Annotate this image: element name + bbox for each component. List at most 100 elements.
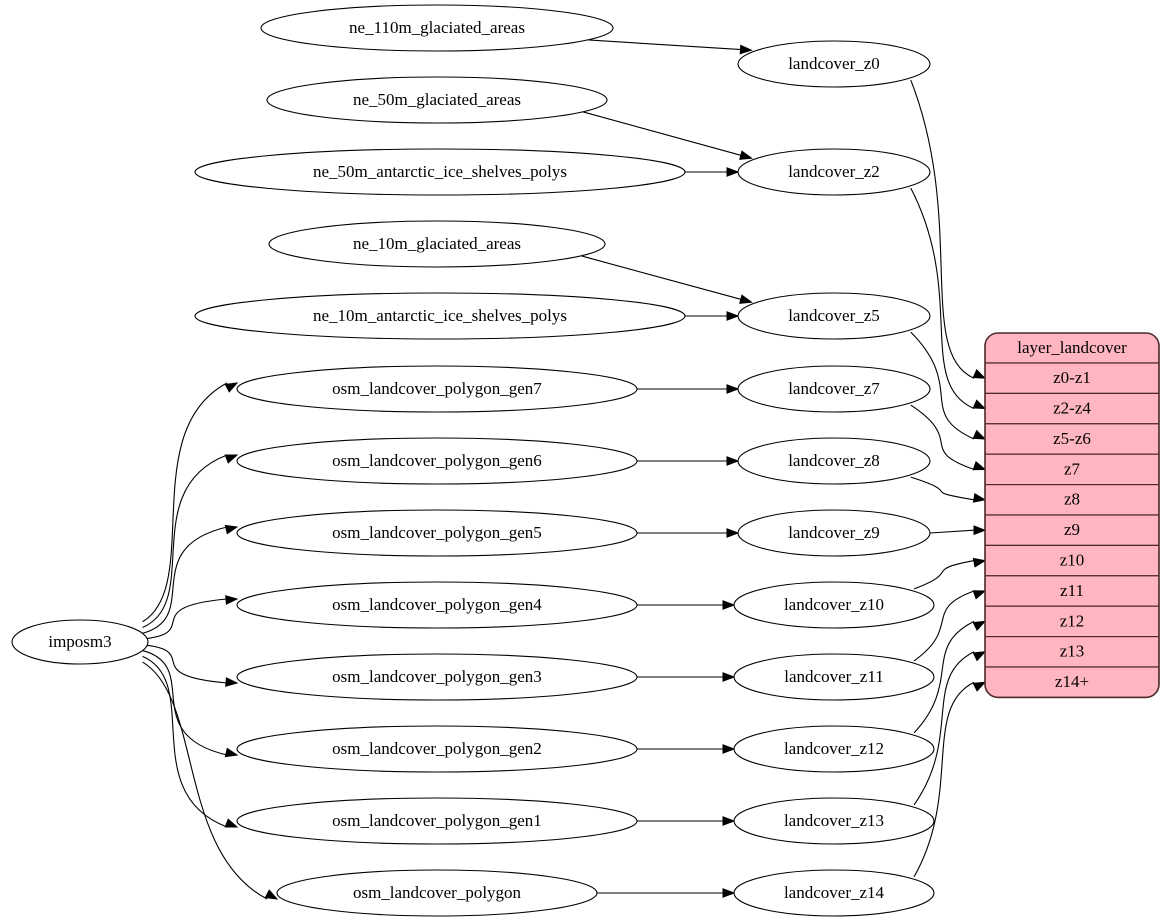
- arrow-head: [739, 150, 753, 160]
- table-header-label: layer_landcover: [1017, 338, 1127, 357]
- arrow-head: [739, 44, 753, 55]
- arrow-head: [972, 681, 987, 692]
- edge: [588, 39, 742, 51]
- edge: [910, 331, 975, 440]
- edge: [913, 620, 975, 734]
- table-row-z14+[interactable]: [985, 666, 1159, 698]
- table-row-label: z11: [1060, 581, 1084, 600]
- edge: [910, 476, 975, 501]
- node-landcover_z5[interactable]: landcover_z5: [737, 292, 931, 340]
- table-row-z7[interactable]: [985, 453, 1159, 486]
- node-imposm3[interactable]: imposm3: [11, 619, 149, 665]
- node-label: osm_landcover_polygon_gen1: [332, 811, 542, 830]
- arrow-head: [972, 590, 987, 600]
- arrow-head: [972, 620, 987, 631]
- node-landcover_z9[interactable]: landcover_z9: [737, 509, 931, 557]
- node-ellipse: [260, 4, 614, 52]
- layer-landcover-table: layer_landcoverz0-z1z2-z4z5-z6z7z8z9z10z…: [984, 332, 1160, 699]
- table-row-label: z0-z1: [1053, 368, 1091, 387]
- arrow-head: [224, 818, 239, 828]
- node-ellipse: [733, 797, 935, 845]
- node-label: osm_landcover_polygon_gen2: [332, 739, 542, 758]
- edges-layer: [142, 39, 987, 900]
- arrow-head: [264, 889, 279, 900]
- node-landcover_z8[interactable]: landcover_z8: [737, 437, 931, 485]
- edge: [913, 560, 975, 590]
- node-landcover_z10[interactable]: landcover_z10: [733, 581, 935, 629]
- node-ellipse: [733, 581, 935, 629]
- node-label: landcover_z0: [788, 54, 880, 73]
- edge: [910, 187, 975, 410]
- arrow-head: [972, 429, 987, 440]
- node-label: osm_landcover_polygon: [353, 883, 522, 902]
- node-landcover_z13[interactable]: landcover_z13: [733, 797, 935, 845]
- table-row-z8[interactable]: [985, 484, 1159, 516]
- node-landcover_z14[interactable]: landcover_z14: [733, 869, 935, 917]
- node-ellipse: [268, 220, 606, 268]
- arrow-head: [726, 528, 740, 538]
- node-landcover_z7[interactable]: landcover_z7: [737, 365, 931, 413]
- arrow-head: [224, 747, 239, 758]
- arrow-head: [225, 677, 239, 687]
- node-ellipse: [737, 437, 931, 485]
- table-row-label: z14+: [1055, 672, 1089, 691]
- arrow-head: [726, 384, 740, 394]
- node-landcover_z0[interactable]: landcover_z0: [737, 40, 931, 88]
- edge: [583, 111, 742, 157]
- node-osm_landcover_polygon_gen2[interactable]: osm_landcover_polygon_gen2: [236, 725, 638, 773]
- node-ne_110m_glaciated_areas[interactable]: ne_110m_glaciated_areas: [260, 4, 614, 52]
- node-ellipse: [737, 148, 931, 196]
- table-row-label: z9: [1064, 520, 1080, 539]
- arrow-head: [722, 888, 736, 898]
- node-landcover_z11[interactable]: landcover_z11: [733, 653, 935, 701]
- node-ellipse: [194, 148, 686, 196]
- table-rows-clip: layer_landcoverz0-z1z2-z4z5-z6z7z8z9z10z…: [985, 333, 1159, 698]
- node-label: landcover_z5: [788, 306, 880, 325]
- node-osm_landcover_polygon_gen6[interactable]: osm_landcover_polygon_gen6: [236, 437, 638, 485]
- table-row-label: z5-z6: [1053, 429, 1091, 448]
- node-label: ne_110m_glaciated_areas: [349, 18, 525, 37]
- node-osm_landcover_polygon_gen4[interactable]: osm_landcover_polygon_gen4: [236, 581, 638, 629]
- node-label: landcover_z14: [784, 883, 885, 902]
- node-ne_50m_antarctic_ice_shelves_polys[interactable]: ne_50m_antarctic_ice_shelves_polys: [194, 148, 686, 196]
- node-label: landcover_z11: [784, 667, 883, 686]
- arrow-head: [722, 672, 736, 682]
- node-ne_10m_glaciated_areas[interactable]: ne_10m_glaciated_areas: [268, 220, 606, 268]
- node-ellipse: [733, 869, 935, 917]
- node-label: landcover_z13: [784, 811, 884, 830]
- node-label: ne_10m_antarctic_ice_shelves_polys: [313, 306, 567, 325]
- node-ellipse: [236, 797, 638, 845]
- edge: [142, 661, 268, 900]
- node-landcover_z12[interactable]: landcover_z12: [733, 725, 935, 773]
- node-ellipse: [194, 292, 686, 340]
- node-ellipse: [236, 437, 638, 485]
- arrow-head: [225, 595, 239, 605]
- node-osm_landcover_polygon_gen1[interactable]: osm_landcover_polygon_gen1: [236, 797, 638, 845]
- node-ne_10m_antarctic_ice_shelves_polys[interactable]: ne_10m_antarctic_ice_shelves_polys: [194, 292, 686, 340]
- edge: [929, 529, 975, 534]
- node-osm_landcover_polygon[interactable]: osm_landcover_polygon: [276, 869, 598, 917]
- table-row-label: z13: [1060, 642, 1085, 661]
- arrow-head: [224, 454, 239, 464]
- edge: [910, 79, 975, 379]
- node-osm_landcover_polygon_gen3[interactable]: osm_landcover_polygon_gen3: [236, 653, 638, 701]
- table-row-label: z2-z4: [1053, 399, 1091, 418]
- node-osm_landcover_polygon_gen5[interactable]: osm_landcover_polygon_gen5: [236, 509, 638, 557]
- table-row-z11[interactable]: [985, 575, 1159, 607]
- arrow-head: [722, 816, 736, 826]
- node-label: ne_50m_antarctic_ice_shelves_polys: [313, 162, 567, 181]
- edge: [142, 644, 228, 684]
- node-label: osm_landcover_polygon_gen5: [332, 523, 542, 542]
- table-row-z5-z6[interactable]: [985, 423, 1159, 455]
- node-label: landcover_z9: [788, 523, 880, 542]
- node-ellipse: [737, 40, 931, 88]
- node-osm_landcover_polygon_gen7[interactable]: osm_landcover_polygon_gen7: [236, 365, 638, 413]
- edge: [142, 454, 228, 629]
- arrow-head: [972, 369, 987, 379]
- node-label: landcover_z12: [784, 739, 884, 758]
- table-row-label: z10: [1060, 551, 1085, 570]
- edge: [142, 598, 228, 640]
- node-landcover_z2[interactable]: landcover_z2: [737, 148, 931, 196]
- node-ne_50m_glaciated_areas[interactable]: ne_50m_glaciated_areas: [266, 76, 608, 124]
